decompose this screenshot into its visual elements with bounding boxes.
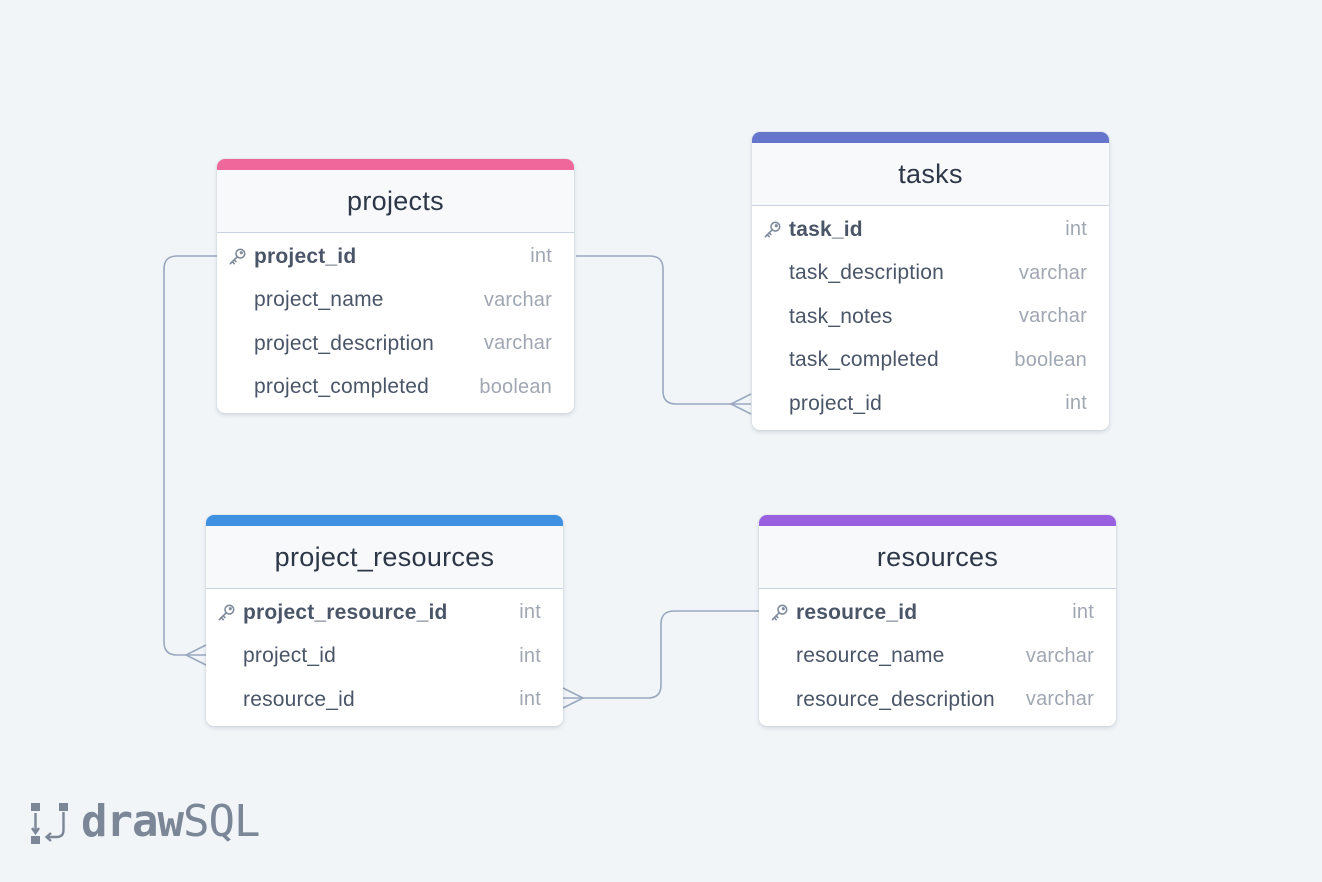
column-name: task_description <box>789 261 944 285</box>
column-type: int <box>530 245 552 268</box>
column-type: varchar <box>1025 644 1094 667</box>
drawsql-logo: drawSQL <box>31 796 260 847</box>
column-row[interactable]: task_completed boolean <box>752 339 1109 383</box>
key-slot <box>228 290 254 310</box>
table-color-bar <box>759 515 1116 526</box>
drawsql-mark-icon <box>31 802 68 844</box>
column-name: project_description <box>254 331 435 355</box>
column-type: int <box>519 601 541 624</box>
column-type: boolean <box>479 375 552 398</box>
column-type: boolean <box>1014 348 1087 371</box>
column-name: project_completed <box>254 375 429 399</box>
key-slot <box>763 263 789 283</box>
column-row[interactable]: resource_id int <box>206 678 563 722</box>
column-row[interactable]: project_name varchar <box>217 279 574 323</box>
column-row[interactable]: project_description varchar <box>217 322 574 366</box>
column-row[interactable]: resource_id int <box>759 591 1116 635</box>
column-type: int <box>1065 218 1087 241</box>
column-type: int <box>1065 392 1087 415</box>
key-slot <box>228 334 254 354</box>
key-slot <box>228 377 254 397</box>
key-slot <box>770 646 796 666</box>
column-type: varchar <box>1018 261 1087 284</box>
key-slot <box>217 690 243 710</box>
column-type: varchar <box>1018 305 1087 328</box>
column-type: varchar <box>1025 688 1094 711</box>
primary-key-icon <box>217 603 243 623</box>
table-color-bar <box>752 132 1109 143</box>
column-name: resource_description <box>796 687 995 711</box>
column-name: task_completed <box>789 348 939 372</box>
column-name: project_id <box>243 644 337 668</box>
column-name: resource_id <box>243 687 355 711</box>
column-row[interactable]: task_notes varchar <box>752 295 1109 339</box>
primary-key-icon <box>763 220 789 240</box>
column-name: project_resource_id <box>243 600 448 624</box>
column-type: varchar <box>483 332 552 355</box>
column-name: resource_id <box>796 600 918 624</box>
primary-key-icon <box>228 247 254 267</box>
column-row[interactable]: resource_description varchar <box>759 678 1116 722</box>
column-row[interactable]: project_id int <box>206 635 563 679</box>
table-color-bar <box>206 515 563 526</box>
column-row[interactable]: project_id int <box>752 382 1109 426</box>
key-slot <box>763 350 789 370</box>
column-name: task_notes <box>789 304 893 328</box>
key-slot <box>763 307 789 327</box>
key-slot <box>217 646 243 666</box>
table-title: tasks <box>752 143 1109 206</box>
column-row[interactable]: task_id int <box>752 208 1109 252</box>
column-name: resource_name <box>796 644 945 668</box>
column-type: varchar <box>483 288 552 311</box>
column-name: project_id <box>789 391 883 415</box>
column-type: int <box>1072 601 1094 624</box>
column-type: int <box>519 644 541 667</box>
crowfoot-project-resources-project-id <box>184 644 207 666</box>
column-name: task_id <box>789 217 863 241</box>
column-name: project_name <box>254 288 384 312</box>
column-row[interactable]: resource_name varchar <box>759 635 1116 679</box>
drawsql-wordmark: drawSQL <box>81 796 260 847</box>
table-color-bar <box>217 159 574 170</box>
primary-key-icon <box>770 603 796 623</box>
relation-resources-project-resources[interactable] <box>563 610 759 699</box>
column-row[interactable]: project_id int <box>217 235 574 279</box>
column-name: project_id <box>254 244 357 268</box>
table-title: resources <box>759 526 1116 589</box>
column-row[interactable]: task_description varchar <box>752 252 1109 296</box>
key-slot <box>770 690 796 710</box>
crowfoot-project-resources-resource-id <box>562 687 585 709</box>
key-slot <box>763 394 789 414</box>
column-row[interactable]: project_completed boolean <box>217 366 574 410</box>
column-row[interactable]: project_resource_id int <box>206 591 563 635</box>
crowfoot-tasks-project-id <box>729 393 752 415</box>
table-title: project_resources <box>206 526 563 589</box>
relation-projects-tasks[interactable] <box>576 255 751 405</box>
table-title: projects <box>217 170 574 233</box>
column-type: int <box>519 688 541 711</box>
